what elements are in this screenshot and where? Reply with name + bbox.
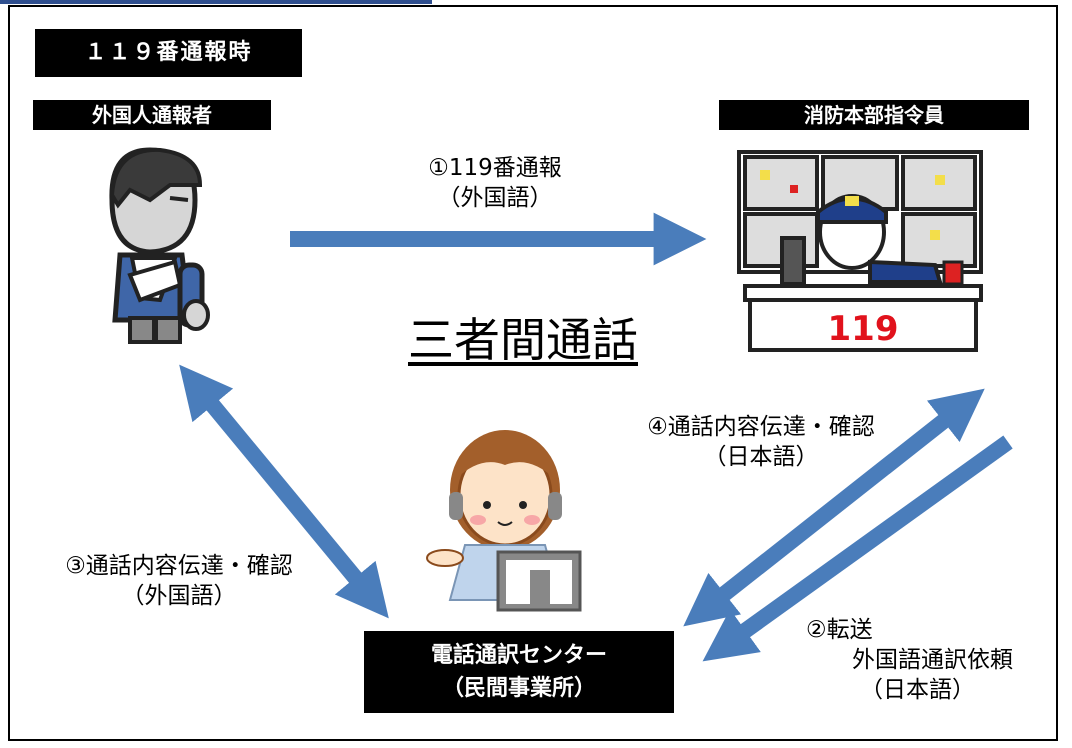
arrow-step2 [702, 435, 1013, 662]
diagram-frame [8, 5, 1058, 741]
caller-label: 外国人通報者 [33, 100, 271, 130]
arrow-step4 [683, 388, 985, 627]
interpreter-center-label: 電話通訳センター （民間事業所） [364, 631, 674, 713]
dispatcher-illustration: 119 [737, 150, 983, 352]
three-way-call-title: 三者間通話 [408, 313, 638, 367]
center-name: 電話通訳センター [430, 643, 607, 668]
step4-title: ④通話内容伝達・確認 [647, 414, 875, 440]
dispatcher-label: 消防本部指令員 [719, 100, 1029, 130]
step1-language: （外国語） [437, 185, 553, 211]
step2-language: （日本語） [860, 677, 975, 703]
counter-number: 119 [828, 309, 899, 349]
step3-label: ③通話内容伝達・確認 （外国語） [24, 551, 334, 611]
step4-label: ④通話内容伝達・確認 （日本語） [606, 412, 916, 472]
step1-title: ①119番通報 [428, 155, 562, 181]
top-accent-bar [0, 0, 432, 4]
arrow-step3 [179, 364, 389, 619]
center-subtitle: （民間事業所） [441, 676, 596, 701]
interpreter-illustration [426, 430, 582, 612]
caller-illustration [109, 147, 210, 344]
step4-language: （日本語） [703, 444, 819, 470]
step2-request: 外国語通訳依頼 [852, 647, 1013, 673]
step2-label: ②転送 外国語通訳依頼 （日本語） [806, 615, 1013, 705]
step3-language: （外国語） [121, 583, 237, 609]
diagram-header: １１９番通報時 [35, 29, 302, 77]
step3-title: ③通話内容伝達・確認 [65, 553, 293, 579]
step1-label: ①119番通報 （外国語） [380, 153, 610, 213]
step2-title: ②転送 [806, 617, 873, 643]
